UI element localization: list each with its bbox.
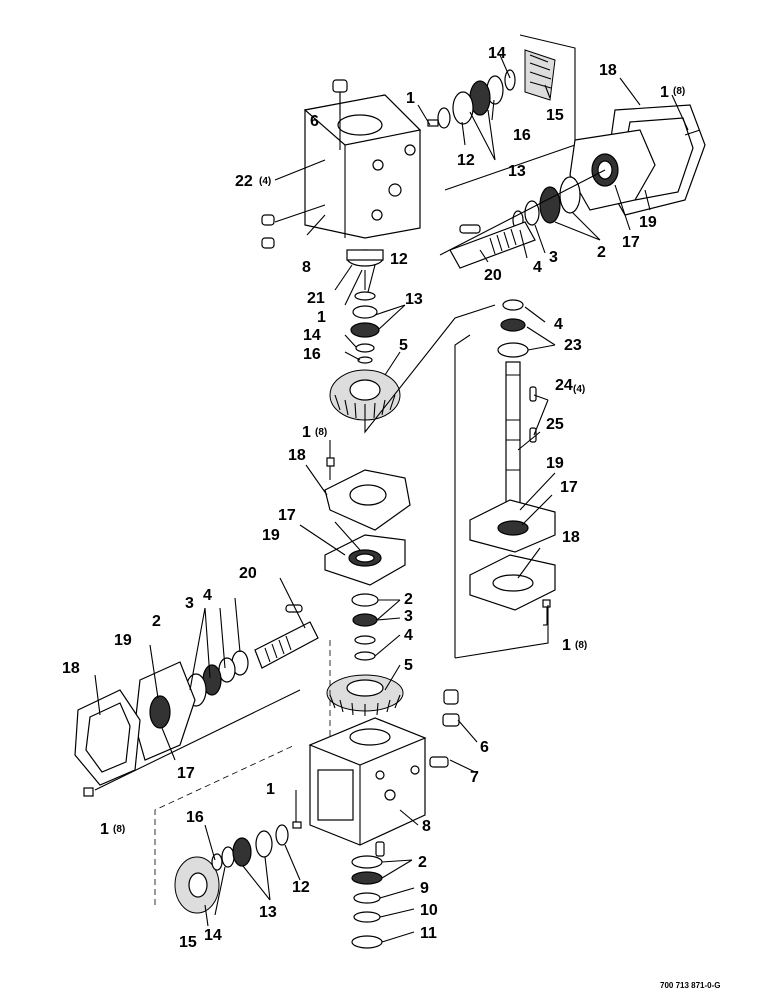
upper-bevel-gear [524, 49, 556, 101]
upper-housing [261, 94, 422, 249]
quantity-label: (8) [673, 86, 685, 97]
part-label: 18 [62, 660, 80, 677]
part-label: 12 [292, 879, 310, 896]
leader-lines [94, 54, 689, 943]
quantity-label: (8) [113, 824, 125, 835]
part-label: 3 [404, 608, 413, 625]
part-label: 2 [418, 854, 427, 871]
part-label: 16 [513, 127, 531, 144]
part-label: 5 [404, 657, 413, 674]
part-label: 13 [508, 163, 526, 180]
part-label: 1 [266, 781, 275, 798]
part-label: 3 [549, 249, 558, 266]
part-label: 4 [533, 259, 542, 276]
part-label: 13 [405, 291, 423, 308]
part-label: 5 [399, 337, 408, 354]
part-label: 1 [317, 309, 326, 326]
part-label: 1 [562, 637, 571, 654]
part-label: 14 [204, 927, 222, 944]
part-label: 24 [555, 377, 573, 394]
part-label: 2 [152, 613, 161, 630]
part-label: 2 [404, 591, 413, 608]
lower-breather [429, 689, 460, 768]
centre-gasket [324, 534, 406, 586]
part-label: 1 [660, 84, 669, 101]
part-label: 6 [310, 113, 319, 130]
centre-cover [324, 469, 411, 531]
part-label: 15 [179, 934, 197, 951]
part-label: 20 [484, 267, 502, 284]
upper-right-gasket [569, 129, 656, 211]
part-label: 8 [302, 259, 311, 276]
part-label: 20 [239, 565, 257, 582]
part-label: 19 [546, 455, 564, 472]
part-label: 12 [457, 152, 475, 169]
quantity-label: (4) [259, 176, 271, 187]
quantity-label: (8) [575, 640, 587, 651]
centre-bevel-gear [326, 674, 404, 716]
part-label: 7 [470, 769, 479, 786]
part-labels: 1 14 15 16 12 13 18 1 6 22 8 19 17 2 3 4… [62, 45, 669, 951]
part-label: 9 [420, 880, 429, 897]
part-label: 18 [562, 529, 580, 546]
part-label: 16 [186, 809, 204, 826]
lower-housing [308, 717, 427, 846]
part-label: 12 [390, 251, 408, 268]
upper-right-shaft-parts [449, 176, 581, 269]
part-label: 15 [546, 107, 564, 124]
drawing-code: 700 713 871-0-G [660, 981, 721, 990]
left-shaft [254, 604, 319, 669]
lower-left-bearings [211, 821, 302, 871]
vertical-shaft-cover [469, 554, 556, 611]
part-label: 11 [420, 925, 437, 942]
part-label: 10 [420, 902, 438, 919]
part-label: 2 [597, 244, 606, 261]
part-label: 6 [480, 739, 489, 756]
lower-bottom-stack [351, 841, 385, 949]
part-label: 3 [185, 595, 194, 612]
vertical-shaft-assembly [497, 299, 537, 508]
left-gasket [134, 661, 196, 761]
upper-bearings-stack [427, 69, 516, 129]
part-label: 13 [259, 904, 277, 921]
part-label: 4 [554, 316, 563, 333]
part-label: 22 [235, 173, 253, 190]
part-label: 17 [177, 765, 195, 782]
part-label: 1 [302, 424, 311, 441]
part-label: 21 [307, 290, 325, 307]
part-label: 17 [278, 507, 296, 524]
upper-ring-gear [329, 369, 401, 421]
part-label: 4 [404, 627, 413, 644]
part-label: 16 [303, 346, 321, 363]
part-label: 18 [288, 447, 306, 464]
part-label: 25 [546, 416, 564, 433]
part-label: 23 [564, 337, 582, 354]
part-label: 4 [203, 587, 212, 604]
part-label: 19 [262, 527, 280, 544]
part-label: 19 [639, 214, 657, 231]
quantity-label: (8) [315, 427, 327, 438]
part-label: 14 [303, 327, 321, 344]
vertical-shaft-gasket [469, 499, 556, 553]
quantity-labels: (8) (4) (8) (4) (8) (8) [113, 86, 685, 835]
quantity-label: (4) [573, 384, 585, 395]
part-label: 8 [422, 818, 431, 835]
centre-bearing-stack [351, 593, 379, 661]
part-label: 18 [599, 62, 617, 79]
left-cover [74, 689, 141, 786]
part-label: 17 [560, 479, 578, 496]
lower-left-gear [174, 856, 220, 914]
part-label: 14 [488, 45, 506, 62]
upper-bottom-stack [346, 249, 384, 364]
part-label: 1 [406, 90, 415, 107]
part-label: 17 [622, 234, 640, 251]
part-label: 1 [100, 821, 109, 838]
part-label: 19 [114, 632, 132, 649]
